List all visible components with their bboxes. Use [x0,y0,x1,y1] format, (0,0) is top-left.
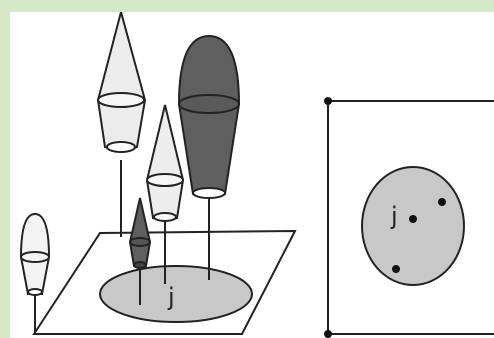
region-ellipse-right [362,167,464,285]
corner-dot-top [324,97,332,105]
figure-canvas: .s { stroke: #222222; stroke-width: 2; }… [10,12,494,338]
region-label-left: j [167,283,175,311]
corner-dot-bottom [324,330,332,338]
left-panel: j [21,12,295,334]
region-label-right: j [390,202,398,230]
point-dot [409,215,417,223]
region-ellipse-left [100,266,252,322]
point-dot [438,198,446,206]
point-dot [392,265,400,273]
right-panel: j [324,97,494,338]
diagram-svg: .s { stroke: #222222; stroke-width: 2; }… [10,12,494,338]
